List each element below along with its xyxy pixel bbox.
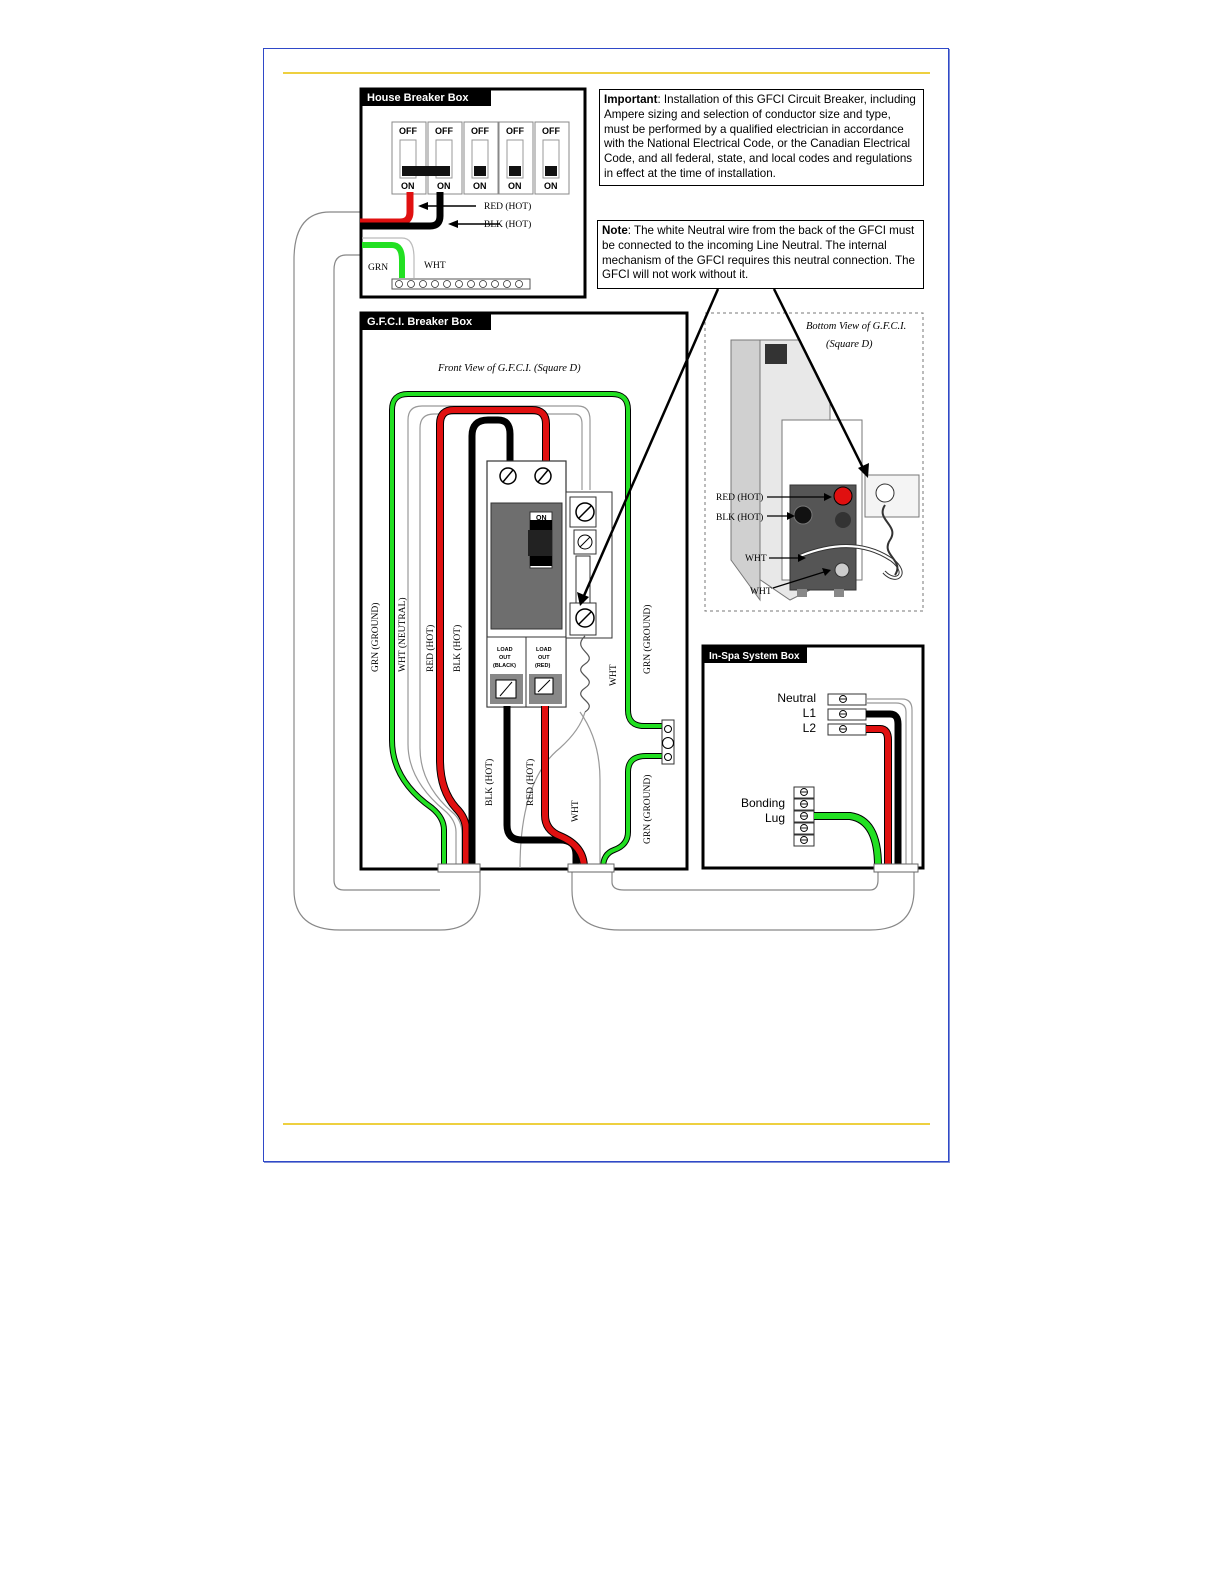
svg-text:(RED): (RED): [535, 663, 550, 669]
svg-text:ON: ON: [401, 181, 415, 191]
gfci-wht-neutral-label: WHT (NEUTRAL): [397, 598, 408, 673]
gfci-blk-hot-label: BLK (HOT): [452, 625, 463, 672]
note-pointer-1: [581, 288, 720, 599]
note-text: : The white Neutral wire from the back o…: [602, 224, 915, 282]
svg-text:OUT: OUT: [499, 655, 511, 661]
note-label: Note: [602, 224, 628, 237]
breaker-face-labels: ON OFF LOAD OUT (BLACK) LOAD OUT (RED): [493, 515, 552, 669]
gfci-wht-right-label: WHT: [609, 664, 619, 686]
svg-text:OFF: OFF: [399, 126, 417, 136]
conduit-left: [293, 211, 481, 931]
svg-text:ON: ON: [544, 181, 558, 191]
spa-l1-label: L1: [803, 706, 817, 720]
bottom-wht-label-1: WHT: [745, 554, 767, 564]
note-pointer-2: [772, 288, 866, 471]
bottom-view-title-1: Bottom View of G.F.C.I.: [806, 321, 906, 332]
spa-l2-label: L2: [803, 721, 817, 735]
bottom-view-title-2: (Square D): [826, 339, 873, 350]
bottom-view-gfci: [704, 312, 924, 612]
gfci-red-hot-label: RED (HOT): [425, 625, 436, 672]
gfci-grn-ground-label: GRN (GROUND): [370, 603, 381, 672]
important-note: Important: Installation of this GFCI Cir…: [599, 89, 924, 186]
spa-box-title: In-Spa System Box: [709, 651, 800, 662]
svg-text:OFF: OFF: [535, 560, 550, 567]
neutral-note: Note: The white Neutral wire from the ba…: [597, 220, 924, 289]
svg-text:OFF: OFF: [471, 126, 489, 136]
house-breaker-box: [359, 87, 587, 299]
svg-text:LOAD: LOAD: [497, 647, 513, 653]
gfci-breaker-box: [359, 311, 689, 873]
bottom-red-hot-label: RED (HOT): [716, 492, 763, 503]
terminal-screws: [395, 280, 523, 288]
spa-lug-label: Lug: [765, 811, 785, 825]
spa-bonding-label: Bonding: [741, 796, 785, 810]
svg-text:OFF: OFF: [506, 126, 524, 136]
gfci-box-title: G.F.C.I. Breaker Box: [367, 316, 473, 328]
house-grn-label: GRN: [368, 263, 388, 273]
conduit-right: [571, 868, 915, 931]
svg-text:OFF: OFF: [435, 126, 453, 136]
important-label: Important: [604, 93, 658, 106]
gfci-wht-out-label: WHT: [571, 800, 581, 822]
important-text: : Installation of this GFCI Circuit Brea…: [604, 93, 916, 180]
svg-text:OUT: OUT: [538, 655, 550, 661]
svg-text:ON: ON: [437, 181, 451, 191]
svg-text:ON: ON: [536, 515, 547, 522]
house-box-title: House Breaker Box: [367, 92, 469, 104]
svg-text:(BLACK): (BLACK): [493, 663, 516, 669]
bottom-blk-hot-label: BLK (HOT): [716, 512, 763, 523]
svg-text:ON: ON: [508, 181, 522, 191]
gfci-red-hot-out-label: RED (HOT): [525, 759, 536, 806]
gfci-grn-ground-out-label: GRN (GROUND): [642, 775, 653, 844]
breaker-labels: OFF OFF OFF OFF OFF ON ON ON ON ON: [399, 126, 560, 191]
house-red-hot-label: RED (HOT): [484, 201, 531, 212]
bottom-wht-label-2: WHT: [750, 587, 772, 597]
in-spa-system-box: [701, 644, 925, 873]
breaker-row: [391, 121, 570, 195]
house-blk-hot-label: BLK (HOT): [484, 219, 531, 230]
svg-text:LOAD: LOAD: [536, 647, 552, 653]
spa-neutral-label: Neutral: [777, 691, 816, 705]
house-wht-label: WHT: [424, 261, 446, 271]
front-view-label: Front View of G.F.C.I. (Square D): [437, 363, 581, 374]
svg-text:OFF: OFF: [542, 126, 560, 136]
svg-text:ON: ON: [473, 181, 487, 191]
gfci-blk-hot-out-label: BLK (HOT): [484, 759, 495, 806]
gfci-grn-ground-right-label: GRN (GROUND): [642, 605, 653, 674]
